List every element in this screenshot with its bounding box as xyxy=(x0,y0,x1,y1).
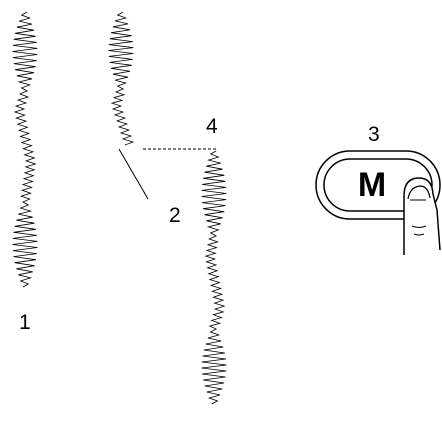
stitch-column-2 xyxy=(108,11,135,146)
label-pattern-4: 4 xyxy=(206,115,218,138)
label-pattern-1: 1 xyxy=(19,311,31,334)
stitch-column-1 xyxy=(12,11,38,288)
leader-line-2 xyxy=(118,148,149,200)
zigzag-stitch xyxy=(12,11,38,288)
finger-pressing-button-icon xyxy=(403,177,441,255)
zigzag-stitch xyxy=(201,150,227,405)
memory-key-letter: M xyxy=(357,166,387,204)
label-memory-key-3: 3 xyxy=(368,123,380,146)
stitch-column-4 xyxy=(201,150,227,405)
label-connection-point-2: 2 xyxy=(169,204,181,227)
zigzag-stitch xyxy=(108,11,135,146)
